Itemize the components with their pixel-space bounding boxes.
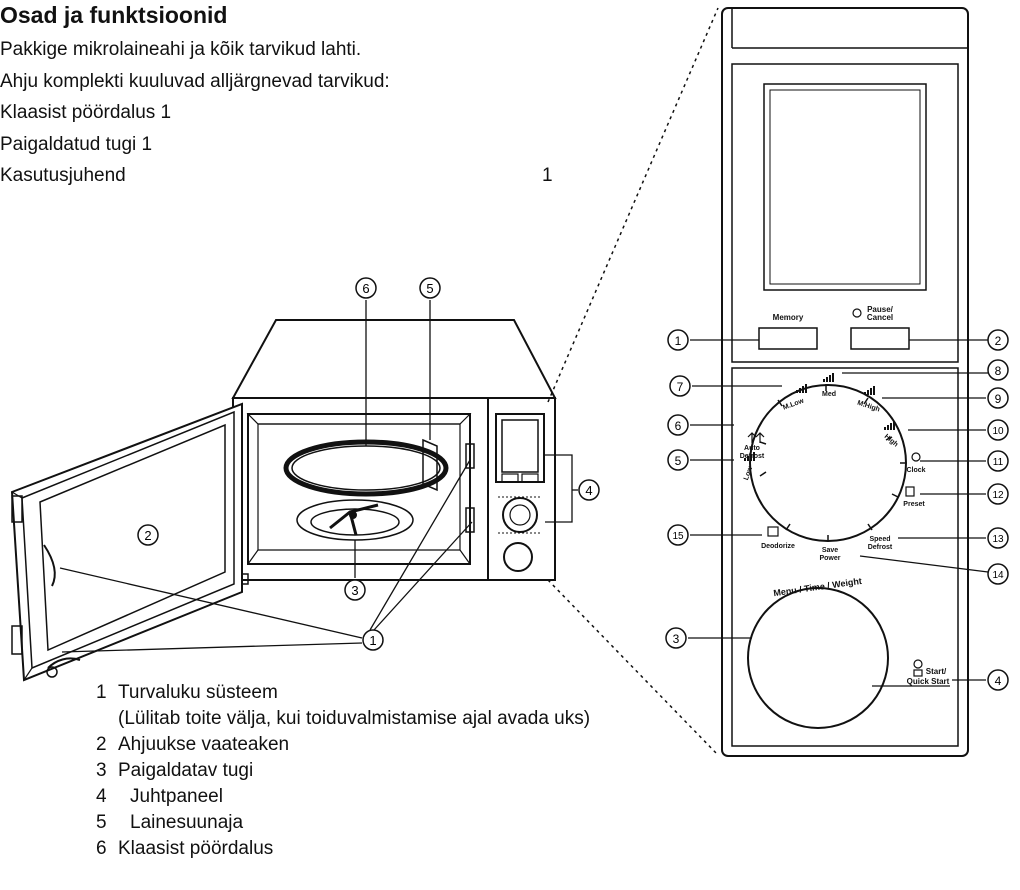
panel-callout-4: 4 [987,669,1009,691]
panel-callout-6: 6 [667,414,689,436]
projection-lines [547,7,719,756]
legend-number: 4 [96,786,107,807]
memory-label: Memory [773,313,804,322]
svg-text:5: 5 [426,281,433,296]
legend-item-note: (Lülitab toite välja, kui toiduvalmistam… [96,706,590,732]
oven-callout-5: 5 [419,277,441,299]
panel-callout-12: 12 [987,483,1009,505]
intro-line-1: Pakkige mikrolaineahi ja kõik tarvikud l… [0,39,362,60]
pause-label-1: Pause/ [867,305,894,314]
svg-text:6: 6 [675,419,682,433]
legend-number: 1 [96,682,107,703]
dial-clock: Clock [906,467,925,474]
legend-item: 6 Klaasist pöördalus [96,836,590,862]
dial-auto-2: Defrost [740,453,765,460]
dial-speed-1: Speed [869,536,890,543]
legend-text: Paigaldatav tugi [118,760,254,781]
svg-text:4: 4 [995,674,1002,688]
svg-text:4: 4 [585,483,592,498]
legend-item: 3 Paigaldatav tugi [96,758,590,784]
panel-callout-15: 15 [667,524,689,546]
dial-auto-1: Auto [744,445,760,452]
accessory-turntable: Klaasist pöördalus 1 [0,102,172,123]
svg-text:8: 8 [995,364,1002,378]
oven-callout-2: 2 [137,524,159,546]
intro-line-2: Ahju komplekti kuuluvad alljärgnevad tar… [0,71,390,92]
panel-callout-8: 8 [987,359,1009,381]
enlarged-panel [721,7,969,757]
oven-callout-1: 1 [362,629,384,651]
legend-number: 3 [96,760,107,781]
panel-callout-1: 1 [667,329,689,351]
svg-text:6: 6 [362,281,369,296]
svg-text:10: 10 [992,426,1004,437]
dial-med: Med [822,391,836,398]
oven-control-panel [487,397,556,581]
oven-body [231,319,557,585]
dial-speed-2: Defrost [868,544,893,551]
start-label-2: Quick Start [907,677,950,686]
panel-callout-14: 14 [987,563,1009,585]
svg-text:5: 5 [675,454,682,468]
svg-text:15: 15 [672,531,684,542]
panel-callout-13: 13 [987,527,1009,549]
svg-text:2: 2 [144,528,151,543]
dial-preset: Preset [903,501,925,508]
accessory-support: Paigaldatud tugi 1 [0,134,153,155]
legend-text: Lainesuunaja [130,812,244,833]
svg-text:9: 9 [995,392,1002,406]
accessory-manual-qty: 1 [542,165,553,186]
oven-callout-3: 3 [344,579,366,601]
svg-text:2: 2 [995,334,1002,348]
panel-callout-7: 7 [669,375,691,397]
panel-callouts: 1 2 7 8 9 6 10 5 11 12 15 13 14 3 4 [665,329,1009,691]
legend-text: Turvaluku süsteem [118,682,278,703]
legend-text: Ahjuukse vaateaken [118,734,290,755]
pause-label-2: Cancel [867,313,893,322]
power-level-icons [744,373,895,461]
legend-item: 5 Lainesuunaja [96,810,590,836]
legend-item: 2 Ahjuukse vaateaken [96,732,590,758]
oven-leaders [59,300,578,653]
legend-item: 1 Turvaluku süsteem [96,680,590,706]
dial-save-2: Power [819,555,840,562]
page-heading: Osad ja funktsioonid [0,2,228,28]
accessory-manual: Kasutusjuhend [0,165,126,186]
start-label-1: Start/ [926,667,947,676]
panel-callout-11: 11 [987,450,1009,472]
legend-number: 5 [96,812,107,833]
legend-text: Klaasist pöördalus [118,838,274,859]
svg-text:1: 1 [369,633,376,648]
legend-number: 2 [96,734,107,755]
oven-callouts: 6 5 4 3 2 1 [137,277,600,651]
legend-number: 6 [96,838,107,859]
svg-text:13: 13 [992,534,1004,545]
panel-callout-9: 9 [987,387,1009,409]
dial-low: Low [743,465,755,481]
svg-text:1: 1 [675,334,682,348]
oven-callout-6: 6 [355,277,377,299]
panel-callout-3: 3 [665,627,687,649]
parts-legend: 1 Turvaluku süsteem (Lülitab toite välja,… [96,680,590,862]
legend-item: 4 Juhtpaneel [96,784,590,810]
function-icons [747,308,923,677]
svg-text:7: 7 [677,380,684,394]
svg-text:14: 14 [992,570,1004,581]
panel-callout-2: 2 [987,329,1009,351]
svg-text:3: 3 [351,583,358,598]
svg-text:12: 12 [992,490,1004,501]
panel-callout-5: 5 [667,449,689,471]
dial-save-1: Save [822,547,838,554]
legend-text: (Lülitab toite välja, kui toiduvalmistam… [118,708,591,729]
svg-text:11: 11 [993,457,1004,468]
panel-leaders [688,339,989,681]
oven-door [10,402,243,682]
svg-text:3: 3 [673,632,680,646]
legend-text: Juhtpaneel [130,786,223,807]
oven-callout-4: 4 [578,479,600,501]
dial-deodorize: Deodorize [761,543,795,550]
panel-callout-10: 10 [987,419,1009,441]
